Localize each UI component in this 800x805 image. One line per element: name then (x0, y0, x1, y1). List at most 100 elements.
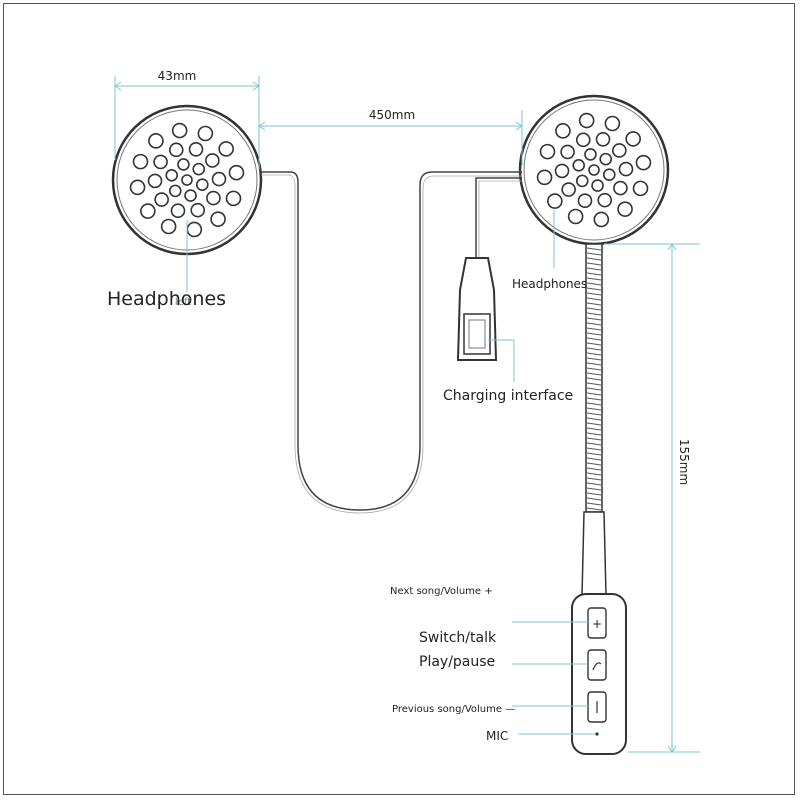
boom-ridge (586, 332, 602, 336)
grille-hole (181, 174, 193, 186)
boom-ridge (586, 322, 602, 326)
boom-ridge (586, 342, 602, 346)
right-speaker-grille (536, 112, 652, 228)
boom-ridge (586, 377, 602, 381)
phone-icon (592, 662, 602, 671)
grille-hole (168, 142, 184, 158)
boom-ridge (586, 482, 602, 486)
gooseneck-boom (581, 243, 607, 597)
grille-hole (168, 184, 182, 198)
grille-hole (211, 171, 227, 187)
boom-ridge (586, 457, 602, 461)
boom-ridge (586, 267, 602, 271)
boom-ridge (586, 312, 602, 316)
cable-dimension: 450mm (258, 108, 523, 170)
grille-hole (536, 169, 553, 186)
grille-hole (578, 112, 595, 129)
boom-ridge (586, 247, 602, 251)
boom-ridge (586, 297, 602, 301)
boom-ridge (586, 262, 602, 266)
right-speaker-rim (523, 99, 665, 241)
grille-hole (206, 190, 221, 206)
grille-hole (575, 132, 591, 148)
boom-ridge (586, 412, 602, 416)
boom-ridge (586, 287, 602, 291)
boom-ridge (586, 432, 602, 436)
grille-hole (632, 180, 649, 197)
grille-hole (597, 192, 613, 208)
boom-ridge (586, 407, 602, 411)
mic-hole (595, 732, 599, 736)
charging-leader (488, 339, 515, 382)
headphones-left-label: Headphones (107, 288, 226, 310)
grille-hole (153, 154, 168, 170)
cable-dim-label: 450mm (369, 108, 415, 122)
boom-ridge (586, 422, 602, 426)
boom-ridge (586, 462, 602, 466)
boom-ridge (586, 382, 602, 386)
grille-hole (555, 123, 571, 139)
grille-hole (567, 208, 584, 225)
boom-dimension: 155mm (604, 243, 700, 753)
talk-button[interactable] (587, 649, 607, 681)
boom-dim-label: 155mm (677, 439, 691, 485)
grille-hole (184, 189, 197, 202)
grille-hole (160, 218, 177, 235)
grille-hole (228, 164, 245, 181)
grille-hole (539, 143, 556, 160)
grille-hole (602, 168, 616, 182)
boom-ridge (586, 467, 602, 471)
boom-ridge (586, 272, 602, 276)
boom-ridge (586, 417, 602, 421)
boom-ridge (586, 427, 602, 431)
volume-up-button[interactable] (587, 607, 607, 639)
grille-hole (225, 190, 242, 207)
connecting-cable-inner (261, 174, 522, 514)
charging-connector (456, 177, 522, 361)
boom-ridge (586, 327, 602, 331)
boom-ridge (586, 397, 602, 401)
grille-hole (625, 131, 641, 147)
headphones-right-label: Headphones (512, 277, 587, 291)
grille-hole (635, 154, 652, 171)
boom-ridge (586, 277, 602, 281)
boom-ridge (586, 447, 602, 451)
boom-ridge (586, 492, 602, 496)
grille-hole (147, 173, 163, 189)
grille-hole (604, 115, 621, 132)
boom-ridge (586, 402, 602, 406)
grille-hole (195, 178, 209, 192)
charging-cable (475, 177, 522, 258)
grille-hole (577, 193, 593, 209)
grille-hole (584, 148, 597, 161)
boom-ridge (586, 477, 602, 481)
width-dim-label: 43mm (158, 69, 197, 83)
boom-ridge (586, 372, 602, 376)
boom-ridge (586, 502, 602, 506)
grille-hole (154, 192, 169, 207)
left-overlap-label: left (175, 297, 191, 308)
control-unit: + (571, 593, 627, 755)
boom-ridge (586, 437, 602, 441)
boom-ridge (586, 317, 602, 321)
grille-hole (170, 203, 186, 219)
grille-hole (132, 153, 149, 170)
previous-song-label: Previous song/Volume — (392, 704, 515, 715)
grille-hole (554, 163, 570, 179)
boom-ridge (586, 472, 602, 476)
diagram-frame (3, 3, 795, 795)
boom-ridge (586, 497, 602, 501)
left-speaker (111, 104, 263, 256)
boom-ridge (586, 367, 602, 371)
next-song-label: Next song/Volume + (390, 586, 493, 597)
play-pause-label: Play/pause (419, 654, 495, 670)
left-speaker-grille (129, 122, 245, 238)
connecting-cable (261, 171, 522, 511)
grille-hole (572, 158, 586, 172)
boom-ridge (586, 347, 602, 351)
grille-hole (618, 161, 634, 177)
boom-ridge (586, 442, 602, 446)
boom-ridge (586, 307, 602, 311)
grille-hole (575, 174, 589, 188)
